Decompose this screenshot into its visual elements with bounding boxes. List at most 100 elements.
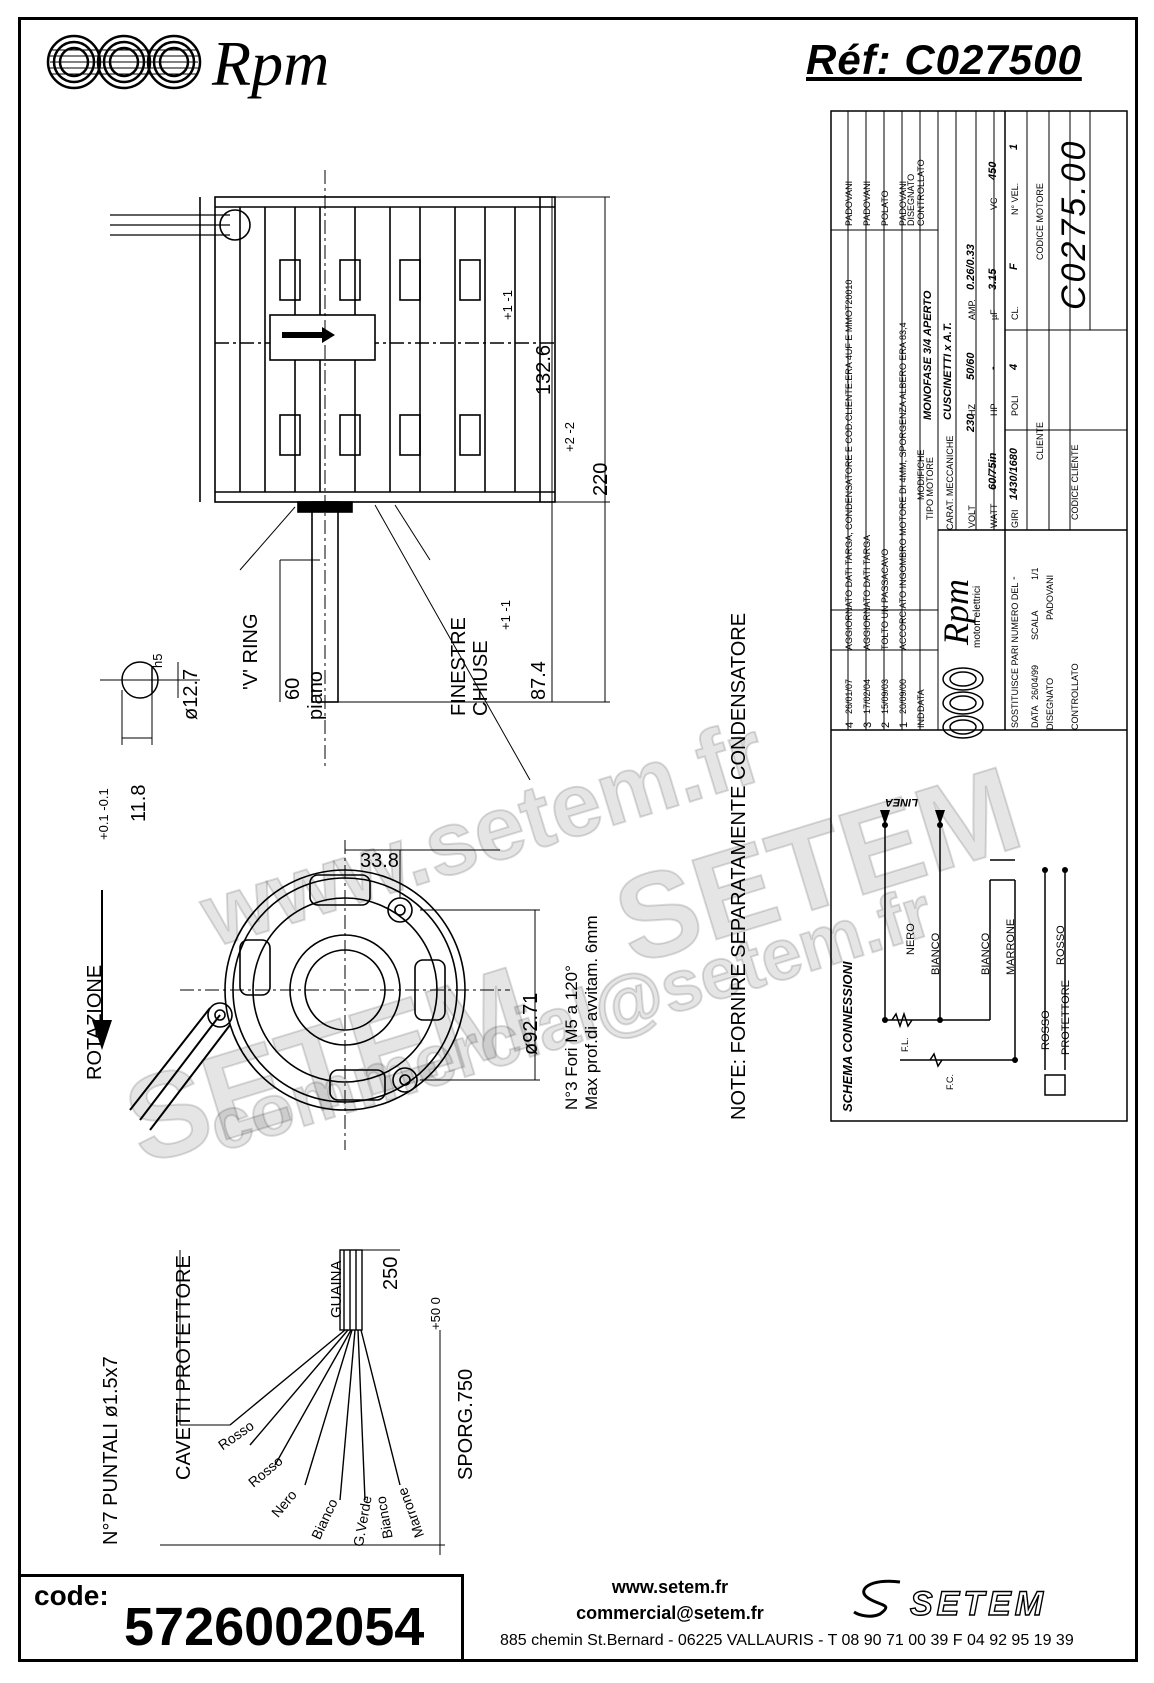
dim-shaft-fit: h5 xyxy=(150,653,165,668)
hp-label: HP xyxy=(989,403,999,416)
lead-wires-drawing xyxy=(160,1249,445,1555)
dim-shaft-length-tol: +1 -1 xyxy=(498,600,513,630)
rev-date-1: 20/09/00 xyxy=(898,678,908,714)
giri-value: 1430/1680 xyxy=(1008,448,1020,500)
schema-label-fl: F.L. xyxy=(900,1037,910,1052)
dim-shaft-length: 87.4 xyxy=(528,661,550,700)
rotation-arrow-icon xyxy=(282,327,335,343)
schema-label-fc: F.C. xyxy=(945,1073,955,1090)
label-v-ring: 'V' RING xyxy=(240,613,262,690)
amp-label: AMP. xyxy=(967,299,977,320)
setem-swirl-icon xyxy=(853,1579,901,1618)
disegnato-label: DISEGNATO xyxy=(1045,677,1055,730)
dim-offset: 33.8 xyxy=(360,850,399,872)
contact-block: www.setem.fr commercial@setem.fr xyxy=(560,1574,780,1626)
dim-sheath-length: 250 xyxy=(380,1256,402,1290)
vel-value: 1 xyxy=(1008,143,1020,150)
title-block-company: Rpm xyxy=(936,579,976,645)
label-sheath: GUAINA xyxy=(328,1260,345,1318)
code-value: 5726002054 xyxy=(124,1597,425,1657)
linea-arrow-icon-2 xyxy=(935,810,945,825)
cliente-label: CLIENTE xyxy=(1035,421,1045,460)
rev-by-2: POLATO xyxy=(880,190,890,226)
dim-total-length-tol: +2 -2 xyxy=(562,422,577,452)
rev-ind-2: 2 xyxy=(880,721,892,728)
volt-label: VOLT xyxy=(967,505,977,528)
scala-value: 1/1 xyxy=(1030,567,1040,580)
email-link[interactable]: commercial@setem.fr xyxy=(576,1603,764,1623)
data-label: DATA xyxy=(1030,705,1040,728)
drawing-frame xyxy=(18,17,1138,1662)
rev-desc-4: AGGIORNATO DATI TARGA, CONDENSATORE E CO… xyxy=(844,279,854,650)
carat-label: CARAT. MECCANICHE xyxy=(945,435,955,530)
codice-motore-label: CODICE MOTORE xyxy=(1035,183,1045,260)
motor-side-view xyxy=(110,170,610,780)
schema-label-rosso-1: ROSSO xyxy=(1040,1010,1052,1050)
watt-label: WATT xyxy=(989,503,999,529)
title-block-grid xyxy=(830,110,1128,1122)
tipo-motore-label: TIPO MOTORE xyxy=(925,457,935,520)
amp-value: 0.26/0.33 xyxy=(965,244,977,290)
disegnato-value: PADOVANI xyxy=(1045,574,1055,620)
vc-value: 450 xyxy=(987,161,999,180)
dim-shaft-diameter: ø12.7 xyxy=(180,668,202,720)
linea-arrow-icon-1 xyxy=(880,810,890,825)
rotation-direction-icon xyxy=(92,1020,112,1050)
schema-label-protettore: PROTETTORE xyxy=(1060,980,1072,1055)
rpm-coil-logo xyxy=(46,34,202,90)
rev-desc-2: TOLTO UN PASSACAVO xyxy=(880,548,890,650)
dim-lead-length: SPORG.750 xyxy=(455,1368,477,1480)
shaft-section-detail xyxy=(100,661,200,745)
data-value: 26/04/99 xyxy=(1030,664,1040,700)
rev-header-date: DATA xyxy=(916,689,926,712)
hp-value: - xyxy=(987,366,999,370)
label-rotation: ROTAZIONE xyxy=(84,964,106,1080)
rpm-small-logo xyxy=(942,667,984,739)
poli-label: POLI xyxy=(1010,395,1020,416)
codice-motore-value: C0275.00 xyxy=(1055,138,1093,310)
controllato-label: CONTROLLATO xyxy=(1070,663,1080,730)
motor-front-view xyxy=(92,840,540,1150)
uf-label: µF xyxy=(989,309,999,320)
codice-cliente-label: CODICE CLIENTE xyxy=(1070,444,1080,520)
reference-title: Réf: C027500 xyxy=(806,36,1082,83)
scala-label: SCALA xyxy=(1030,610,1040,640)
tipo-motore-value: MONOFASE 3/4 APERTO xyxy=(922,290,934,420)
rev-by-3: PADOVANI xyxy=(862,180,872,226)
website-link[interactable]: www.setem.fr xyxy=(611,1577,729,1597)
wiring-schema xyxy=(880,810,1068,1096)
schema-label-rosso-2: ROSSO xyxy=(1055,925,1067,965)
hz-label: HZ xyxy=(967,404,977,416)
dim-total-length: 220 xyxy=(590,462,612,496)
rev-header-drawn: DISEGNATO xyxy=(906,173,916,226)
dim-flat-length: 60 xyxy=(282,677,304,700)
cl-label: CL. xyxy=(1010,305,1020,320)
company-address: 885 chemin St.Bernard - 06225 VALLAURIS … xyxy=(500,1632,1074,1649)
rev-desc-3: AGGIORNATO DATI TARGA xyxy=(862,534,872,650)
code-box xyxy=(18,1574,464,1662)
code-label: code: xyxy=(34,1580,109,1611)
schema-label-bianco-2: BIANCO xyxy=(980,932,992,975)
dim-lead-length-tol: +50 0 xyxy=(428,1297,443,1330)
vel-label: N° VEL. xyxy=(1010,182,1020,215)
uf-value: 3.15 xyxy=(987,268,999,290)
label-protector-wires: CAVETTI PROTETTORE xyxy=(173,1255,195,1480)
dim-motor-length: 132.6 xyxy=(533,344,555,395)
rev-ind-1: 1 xyxy=(898,721,910,728)
setem-logo-text: SETEM xyxy=(909,1584,1048,1623)
sostituisce-value: - xyxy=(1008,576,1020,580)
label-windows: FINESTRE CHIUSE xyxy=(448,617,492,716)
rev-desc-1: ACCORCIATO INGOMBRO MOTORE DI 4MM, SPORG… xyxy=(898,322,908,650)
poli-value: 4 xyxy=(1008,363,1020,370)
dim-flat-depth: 11.8 xyxy=(128,784,150,822)
rev-header-checked: CONTROLLATO xyxy=(916,159,926,226)
vc-label: VC xyxy=(989,197,999,210)
label-flat: piano xyxy=(305,671,327,720)
schema-title: SCHEMA CONNESSIONI xyxy=(840,961,855,1112)
watt-value: 60/75in xyxy=(987,452,999,490)
title-block-company-sub: motori elettrici xyxy=(972,585,983,648)
dim-flat-depth-tol: +0.1 -0.1 xyxy=(96,788,111,840)
dim-motor-length-tol: +1 -1 xyxy=(500,290,515,320)
rev-date-4: 26/01/07 xyxy=(844,678,854,714)
giri-label: GIRI xyxy=(1010,509,1020,528)
